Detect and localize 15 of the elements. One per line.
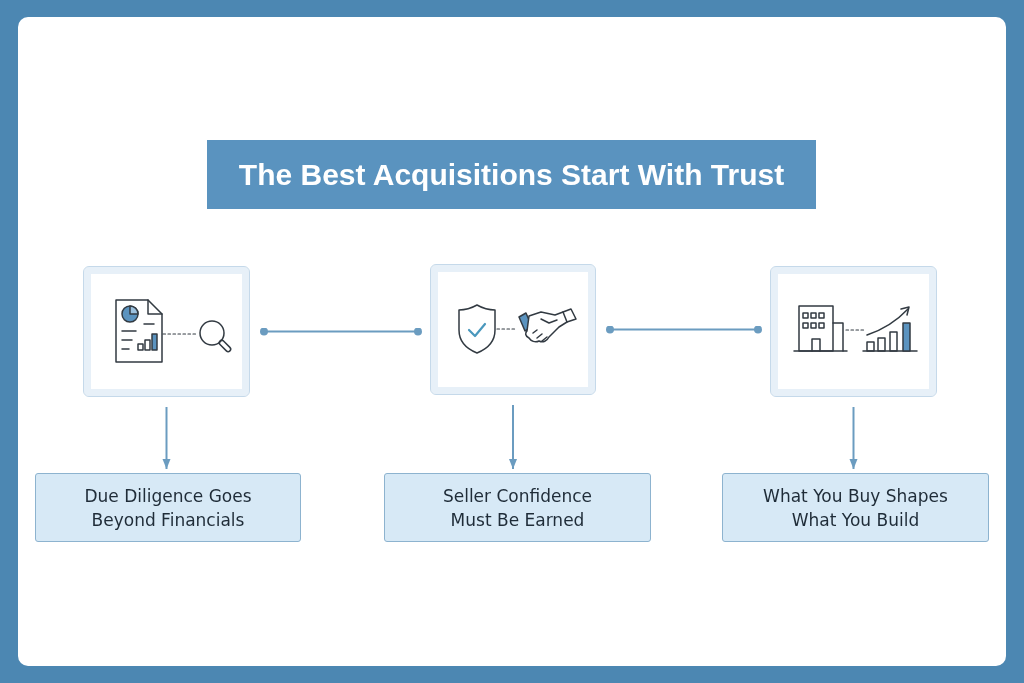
takeaway-box: [722, 473, 989, 542]
connector-line: [606, 325, 762, 334]
icon-panel: [770, 266, 937, 397]
title-banner: The Best Acquisitions Start With Trust: [207, 140, 816, 209]
takeaway-box: [35, 473, 301, 542]
takeaway-text: What You Buy Shapes What You Build: [762, 484, 949, 532]
arrow: [509, 404, 517, 470]
takeaway-text: Due Diligence Goes Beyond Financials: [83, 484, 253, 532]
takeaway-text: Seller Confidence Must Be Earned: [441, 484, 594, 532]
takeaway-box: [384, 473, 651, 542]
icon-panel: [430, 264, 596, 395]
icon-panel: [83, 266, 250, 397]
arrow: [162, 406, 171, 470]
arrow: [849, 406, 858, 470]
connector-line: [260, 327, 422, 336]
